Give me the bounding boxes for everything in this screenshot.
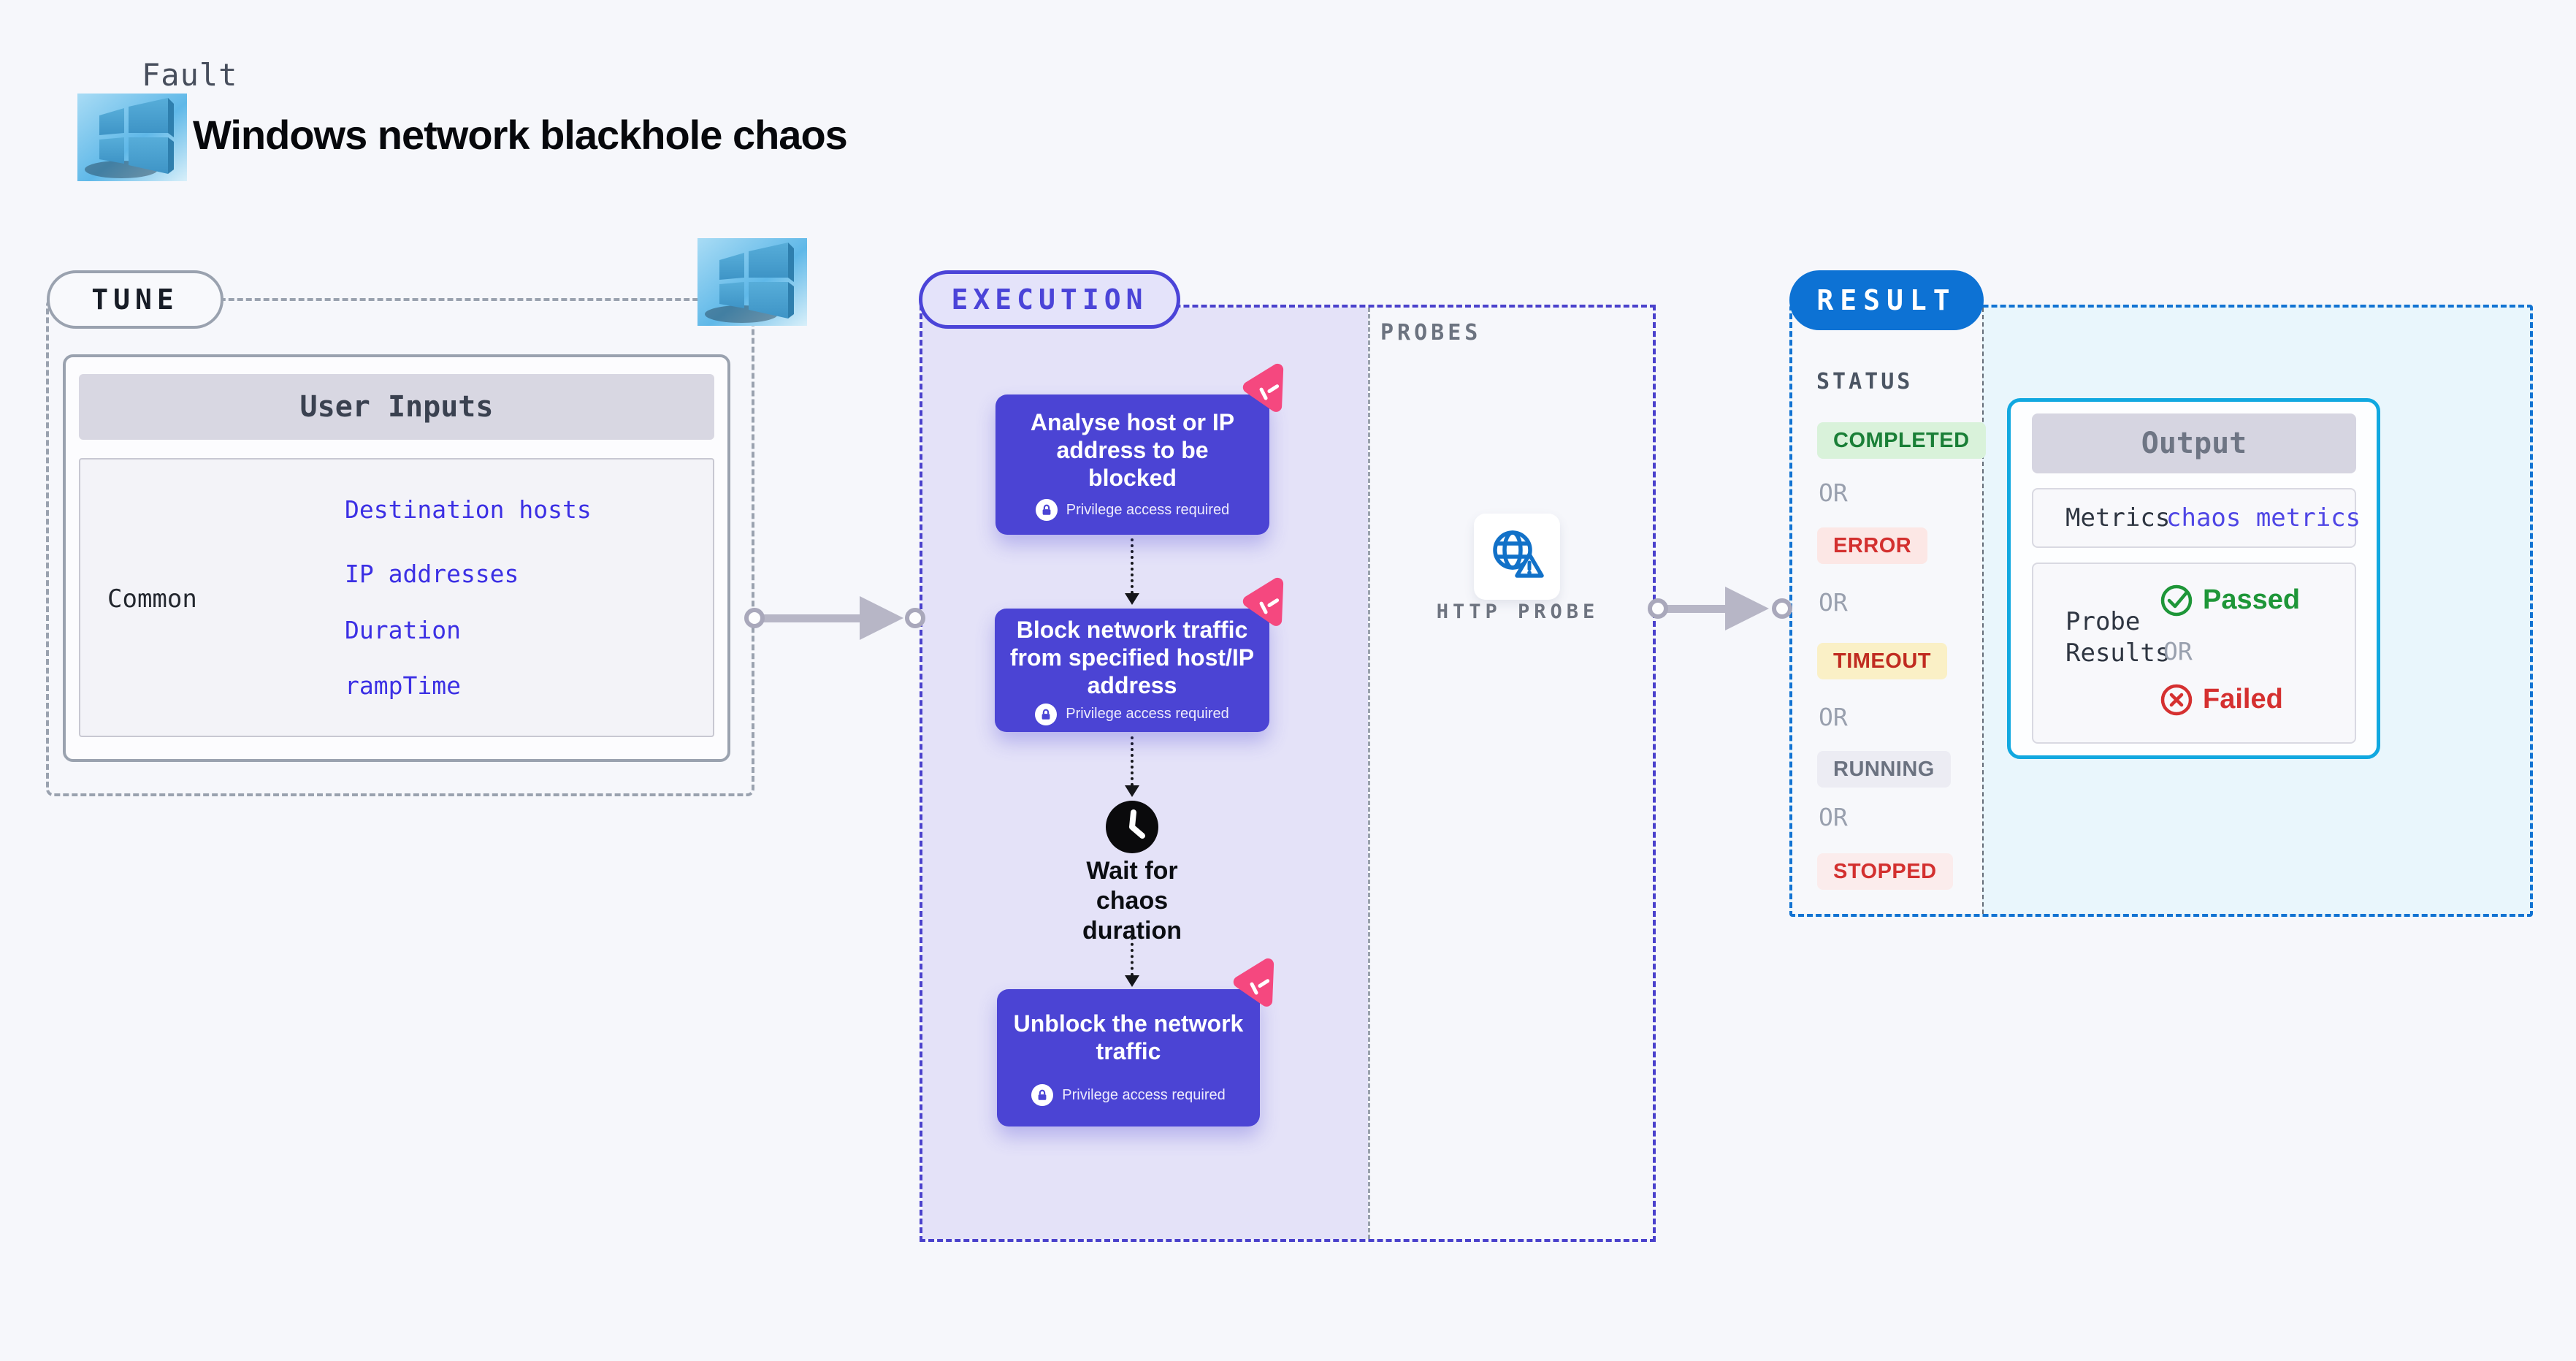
privilege-row: Privilege access required: [1035, 499, 1230, 521]
privilege-note: Privilege access required: [1062, 1086, 1226, 1103]
result-pill: RESULT: [1789, 270, 1984, 330]
privilege-note: Privilege access required: [1066, 501, 1230, 518]
link-ip-addresses[interactable]: IP addresses: [345, 560, 519, 588]
privilege-note: Privilege access required: [1066, 706, 1229, 722]
or-label: OR: [1819, 588, 1848, 617]
dotted-connector: [1131, 925, 1134, 976]
flow-arrow-tune-execution: [762, 614, 860, 622]
fault-kicker: Fault: [142, 57, 238, 93]
link-destination-hosts[interactable]: Destination hosts: [345, 495, 592, 524]
flow-arrowhead: [1725, 587, 1769, 630]
or-label: OR: [2163, 637, 2193, 666]
clock-icon: [1104, 799, 1160, 858]
probes-title: PROBES: [1380, 320, 1482, 346]
dotted-arrowhead: [1125, 593, 1139, 605]
probe-results-row: [2032, 563, 2356, 744]
chaos-metrics-link[interactable]: chaos metrics: [2166, 503, 2361, 533]
x-circle-icon: [2159, 682, 2194, 721]
page-title: Windows network blackhole chaos: [193, 112, 848, 158]
chaos-experiment-icon: [1233, 958, 1274, 1007]
status-badge-running: RUNNING: [1817, 751, 1951, 788]
tune-pill: TUNE: [47, 270, 223, 329]
dotted-connector: [1131, 538, 1134, 594]
check-circle-icon: [2159, 583, 2194, 622]
connector-dot: [1772, 598, 1792, 619]
flow-arrow-probes-result: [1665, 605, 1727, 613]
windows-logo-icon: [77, 94, 187, 185]
or-label: OR: [1819, 803, 1848, 831]
lock-icon: [1035, 499, 1058, 521]
tune-section: [46, 298, 754, 796]
status-badge-stopped: STOPPED: [1817, 853, 1953, 890]
status-title: STATUS: [1816, 369, 1914, 394]
dotted-connector: [1131, 736, 1134, 786]
or-label: OR: [1819, 479, 1848, 507]
flow-arrowhead: [860, 596, 903, 640]
chaos-experiment-icon: [1242, 363, 1284, 412]
http-probe-card[interactable]: [1474, 514, 1560, 600]
connector-dot: [744, 608, 765, 628]
windows-logo-icon: [697, 237, 807, 330]
chaos-experiment-icon: [1242, 577, 1284, 626]
lock-icon: [1035, 703, 1058, 725]
status-badge-error: ERROR: [1817, 527, 1928, 564]
metrics-row: [2032, 488, 2356, 548]
privilege-row: Privilege access required: [1031, 1084, 1226, 1106]
or-label: OR: [1819, 703, 1848, 731]
user-inputs-title: User Inputs: [79, 374, 714, 440]
execution-probes-divider: [1368, 308, 1370, 1239]
http-probe-label: HTTP PROBE: [1436, 601, 1600, 623]
status-badge-completed: COMPLETED: [1817, 422, 1986, 459]
result-divider: [1982, 308, 1984, 914]
metrics-label: Metrics: [2065, 503, 2171, 533]
passed-label: Passed: [2203, 584, 2301, 615]
execution-pill: EXECUTION: [919, 270, 1180, 329]
user-inputs-row-label: Common: [107, 584, 197, 614]
connector-dot: [905, 608, 925, 628]
status-column: [1792, 308, 1982, 914]
link-ramptime[interactable]: rampTime: [345, 671, 461, 700]
connector-dot: [1648, 598, 1668, 619]
dotted-arrowhead: [1125, 785, 1139, 797]
link-duration[interactable]: Duration: [345, 616, 461, 644]
lock-icon: [1031, 1084, 1054, 1106]
privilege-row: Privilege access required: [1035, 703, 1229, 725]
user-inputs-body: [79, 458, 714, 737]
dotted-arrowhead: [1125, 975, 1139, 987]
status-badge-timeout: TIMEOUT: [1817, 643, 1947, 679]
globe-alert-icon: [1493, 530, 1544, 578]
failed-label: Failed: [2203, 684, 2283, 714]
output-title: Output: [2032, 413, 2356, 473]
